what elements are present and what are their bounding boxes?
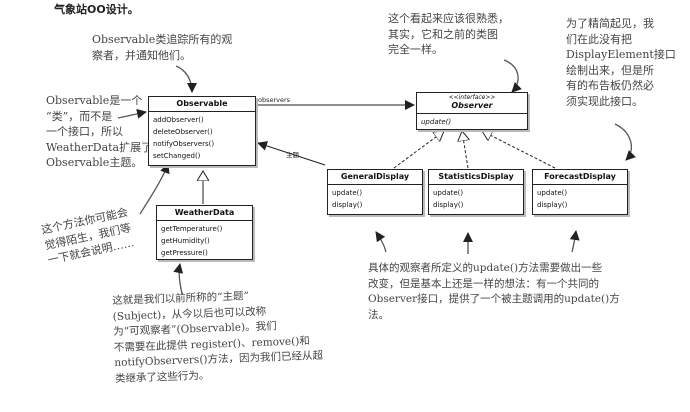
annotation-arrow (569, 230, 580, 253)
method-display: display() (332, 201, 363, 209)
note-observer-same: 这个看起来应该很熟悉， 其实，它和之前的类图 完全一样。 (388, 12, 509, 56)
method-list: update() (417, 113, 527, 130)
method-update: update() (537, 189, 568, 197)
statisticsdisplay-class: StatisticsDisplay update() display() (428, 169, 524, 215)
subject-association-line (257, 141, 326, 166)
observable-class: Observable addObserver() deleteObserver(… (148, 96, 256, 166)
method-get-temperature: getTemperature() (161, 225, 223, 233)
class-name: WeatherData (174, 208, 235, 217)
method-display: display() (433, 201, 464, 209)
annotation-arrow (175, 65, 197, 93)
subject-association-label: 主题 (286, 151, 299, 159)
class-name: Observable (176, 99, 228, 108)
page-title: 气象站OO设计。 (54, 3, 139, 16)
class-name: ForecastDisplay (544, 172, 616, 181)
annotation-arrow (139, 163, 170, 215)
method-list: addObserver() deleteObserver() notifyObs… (149, 111, 255, 164)
weatherdata-class: WeatherData getTemperature() getHumidity… (156, 205, 253, 260)
annotation-arrow (503, 59, 522, 93)
generaldisplay-realization-line (393, 131, 444, 169)
forecastdisplay-class: ForecastDisplay update() display() (532, 169, 628, 215)
method-get-pressure: getPressure() (161, 249, 208, 257)
method-list: update() display() (533, 184, 627, 213)
method-update: update() (433, 189, 464, 197)
observers-association-label: observers (258, 96, 291, 104)
method-update: update() (332, 189, 363, 197)
annotation-arrow (375, 231, 387, 253)
class-name: StatisticsDisplay (438, 172, 514, 181)
forecastdisplay-realization-line (482, 131, 556, 169)
generaldisplay-class: GeneralDisplay update() display() (327, 169, 423, 215)
note-observer-update: 具体的观察者所定义的update()方法需要做出一些 改变，但是基本上还是一样的… (368, 262, 620, 321)
annotation-arrow (614, 123, 636, 161)
method-notify-observers: notifyObservers() (153, 140, 215, 148)
method-update: update() (421, 118, 452, 126)
method-list: update() display() (328, 184, 422, 213)
note-observable-tracks: Observable类追踪所有的观 察者，并通知他们。 (92, 33, 233, 62)
method-add-observer: addObserver() (153, 116, 204, 124)
method-list: update() display() (429, 184, 523, 213)
annotation-arrow (173, 263, 184, 295)
observer-interface: <<interface>> Observer update() (416, 92, 528, 130)
stereotype-label: <<interface>> (448, 94, 496, 101)
method-set-changed: setChanged() (153, 152, 201, 160)
method-get-humidity: getHumidity() (161, 237, 210, 245)
note-observable-is-class: Observable是一个 “类”，而不是 一个接口，所以 WeatherDat… (46, 94, 153, 169)
interface-name: Observer (451, 101, 493, 110)
class-name: GeneralDisplay (340, 172, 410, 181)
method-delete-observer: deleteObserver() (153, 128, 213, 136)
annotation-arrow (117, 108, 147, 119)
note-display-element: 为了精简起见，我 们在此没有把 DisplayElement接口 绘制出来，但是… (566, 17, 676, 108)
method-list: getTemperature() getHumidity() getPressu… (157, 220, 252, 261)
statisticsdisplay-realization-line (462, 131, 468, 169)
method-display: display() (537, 201, 568, 209)
